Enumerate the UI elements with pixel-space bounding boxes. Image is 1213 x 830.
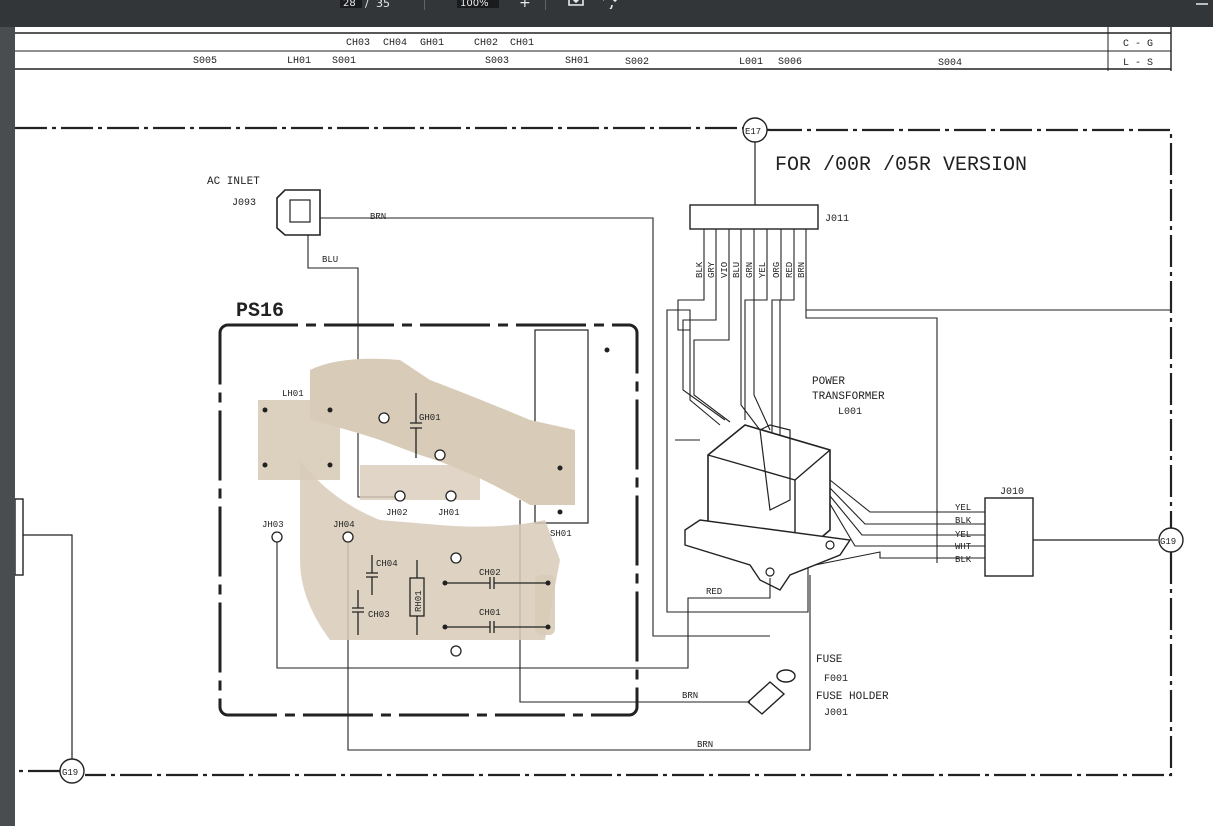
ac-inlet-label: AC INLET [207,176,260,188]
rotate-icon[interactable] [599,0,621,13]
connector-g19-right: G19 [1160,537,1176,547]
j011-wire-grn: GRN [745,262,755,278]
wire-red: RED [706,587,722,597]
ch02-label: CH02 [479,568,501,578]
menu-icon[interactable] [1196,0,1208,12]
transformer-ref: L001 [838,407,862,418]
j010-wire-yel-1: YEL [955,503,971,513]
index-ch03: CH03 [346,38,370,49]
zoom-level-input[interactable]: 100% [457,0,499,8]
index-code-ls: L - S [1123,58,1153,69]
schematic-drawing: CH03 CH04 GH01 CH02 CH01 C - G S005 LH01… [14,27,1184,784]
toolbar-divider [545,0,546,10]
j010-wire-blk-2: BLK [955,555,972,565]
sidebar-edge [0,27,15,826]
transformer-label-2: TRANSFORMER [812,391,885,403]
version-title: FOR /00R /05R VERSION [775,154,1027,177]
index-s001: S001 [332,56,356,67]
j010-wire-wht: WHT [955,542,972,552]
index-s002: S002 [625,57,649,68]
rh01-label: RH01 [414,590,424,612]
j010-wire-yel-2: YEL [955,530,971,540]
j011-label: J011 [825,214,849,225]
index-s003: S003 [485,56,509,67]
j011-wire-blk: BLK [695,261,705,278]
ch03-label: CH03 [368,610,390,620]
lh01-label: LH01 [282,389,304,399]
jh02-label: JH02 [386,508,408,518]
index-lh01: LH01 [287,56,311,67]
index-s004: S004 [938,58,962,69]
jh01-label: JH01 [438,508,460,518]
j010-label: J010 [1000,487,1024,498]
index-s005: S005 [193,56,217,67]
wire-brn-bottom: BRN [697,740,713,750]
j011-wire-blu: BLU [732,262,742,278]
wire-blu: BLU [322,255,338,265]
sh01-label: SH01 [550,529,572,539]
page-number-input[interactable]: 28 [340,0,362,8]
fuse-ref: F001 [824,674,848,685]
document-page: CH03 CH04 GH01 CH02 CH01 C - G S005 LH01… [14,27,1213,826]
connector-e17: E17 [745,127,761,137]
viewer-toolbar: 28 / 35 100% + [0,0,1213,27]
j011-wire-red: RED [785,262,795,278]
gh01-label: GH01 [419,413,441,423]
index-ch02: CH02 [474,38,498,49]
index-l001: L001 [739,57,763,68]
j011-wire-yel: YEL [758,262,768,278]
index-s006: S006 [778,57,802,68]
j011-wire-org: ORG [772,262,782,278]
board-label: PS16 [236,300,284,323]
index-ch04: CH04 [383,38,407,49]
download-icon[interactable] [567,0,585,13]
wire-brn-top: BRN [370,212,386,222]
ch04-label: CH04 [376,559,398,569]
ch01-label: CH01 [479,608,501,618]
connector-g19-left: G19 [62,768,78,778]
ac-inlet-ref: J093 [232,198,256,209]
page-separator: / [365,0,369,10]
index-ch01: CH01 [510,38,534,49]
index-code-cg: C - G [1123,39,1153,50]
fuse-holder-label: FUSE HOLDER [816,691,889,703]
index-sh01: SH01 [565,56,589,67]
page-total: 35 [376,0,390,10]
fuse-holder-ref: J001 [824,708,848,719]
jh04-label: JH04 [333,520,355,530]
wire-brn-fuse: BRN [682,691,698,701]
j011-wire-brn: BRN [797,262,807,278]
jh03-label: JH03 [262,520,284,530]
j010-wire-blk-1: BLK [955,516,972,526]
fuse-label: FUSE [816,654,843,666]
transformer-label-1: POWER [812,376,845,388]
j011-wire-vio: VIO [720,262,730,278]
zoom-in-button[interactable]: + [519,0,531,11]
index-gh01: GH01 [420,38,444,49]
toolbar-divider [424,0,425,10]
j011-wire-gry: GRY [707,261,717,278]
pcb-traces [258,358,575,640]
